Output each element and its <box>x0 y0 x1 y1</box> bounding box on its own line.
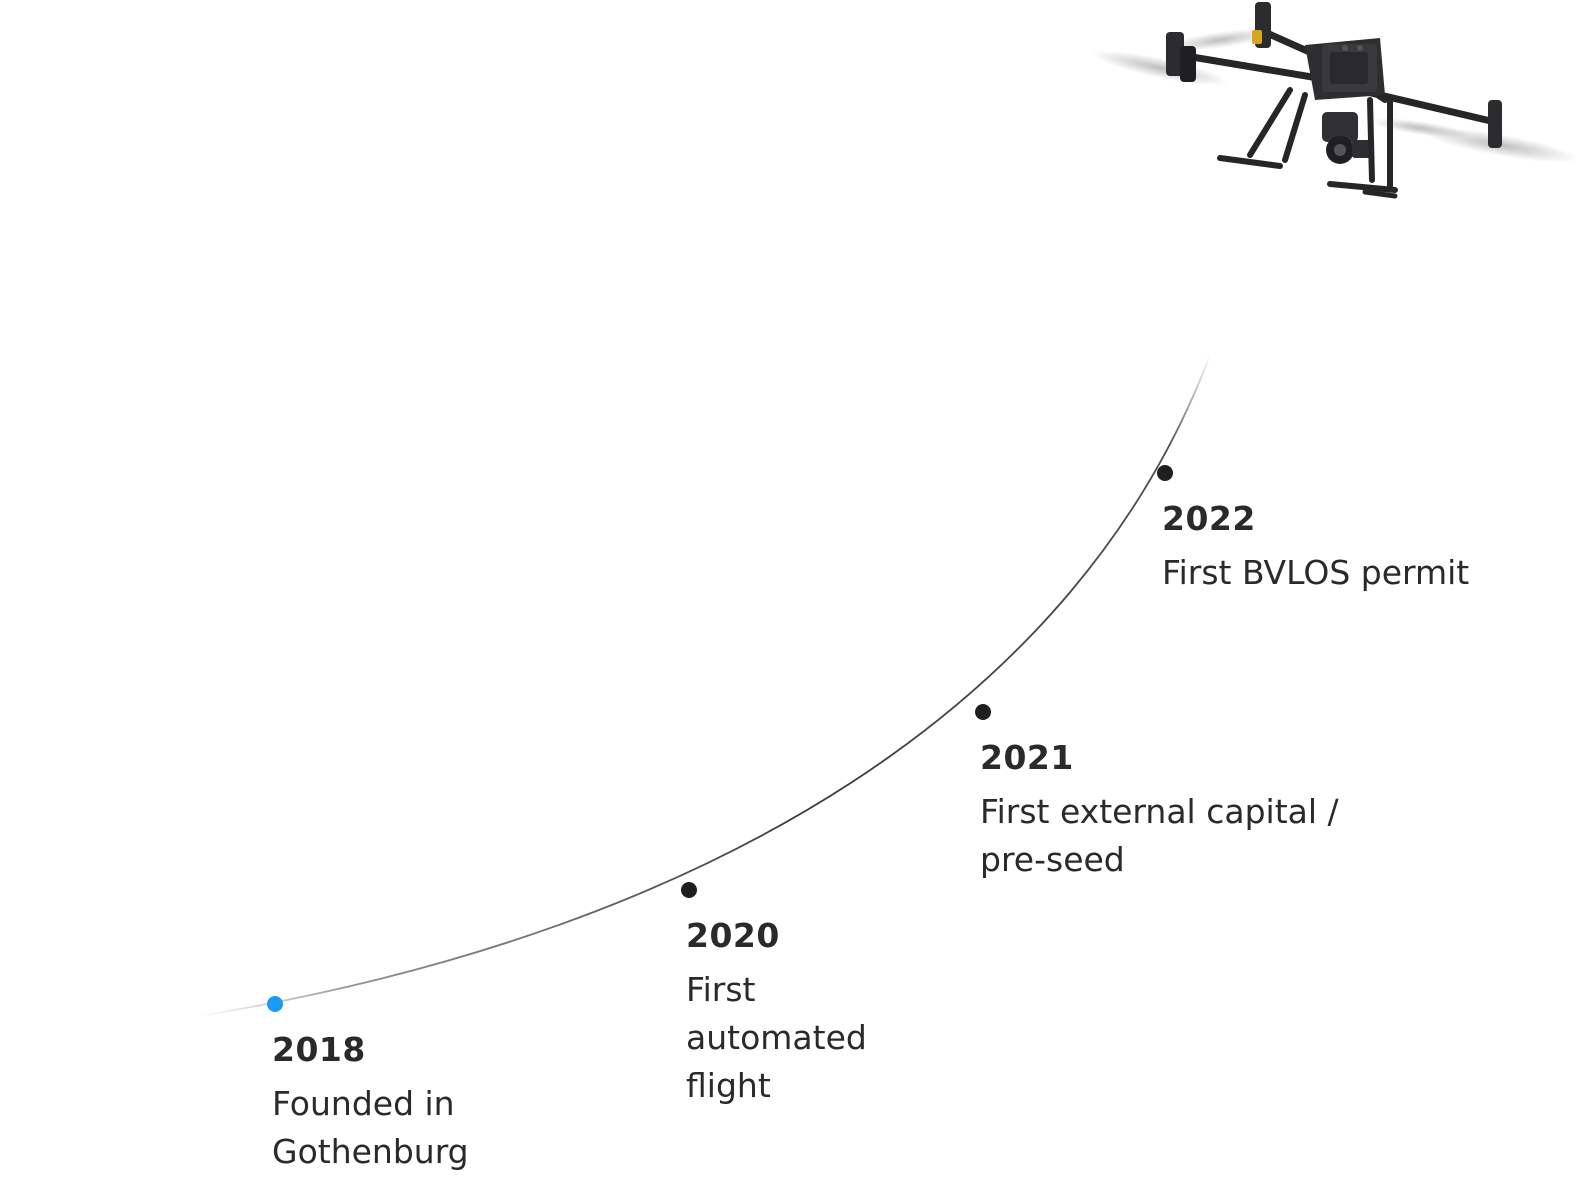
milestone-year: 2021 <box>980 738 1074 777</box>
milestone-2021: 2021 First external capital / pre-seed <box>980 738 1400 884</box>
milestone-dot-2021 <box>975 704 991 720</box>
milestone-dot-2022 <box>1157 465 1173 481</box>
milestone-description: First BVLOS permit <box>1162 553 1470 592</box>
milestone-year: 2018 <box>272 1030 366 1069</box>
milestone-description: First automated flight <box>686 970 867 1105</box>
timeline-line <box>199 354 1211 1017</box>
milestone-year: 2022 <box>1162 499 1256 538</box>
milestone-year: 2020 <box>686 916 780 955</box>
milestone-dot-2018 <box>267 996 283 1012</box>
drone-illustration <box>1091 2 1579 199</box>
milestone-2018: 2018 Founded in Gothenburg <box>272 1030 532 1176</box>
milestone-2022: 2022 First BVLOS permit <box>1162 499 1582 597</box>
milestone-dot-2020 <box>681 882 697 898</box>
milestone-description: First external capital / pre-seed <box>980 792 1339 879</box>
milestone-description: Founded in Gothenburg <box>272 1084 469 1171</box>
milestone-2020: 2020 First automated flight <box>686 916 896 1110</box>
